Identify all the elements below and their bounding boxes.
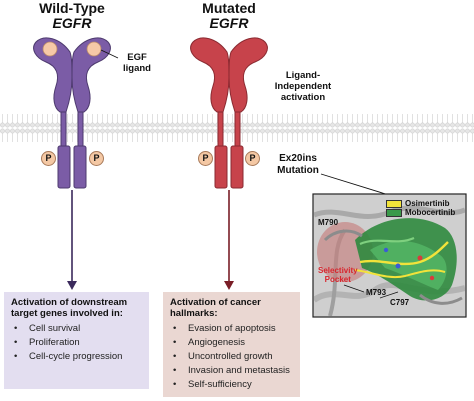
ligand-independent-activation-label: Ligand- Independent activation	[274, 70, 332, 103]
cancer-hallmarks-heading: Activation of cancer hallmarks:	[170, 297, 261, 319]
phospho-label: P	[93, 153, 100, 163]
mutated-title: Mutated EGFR	[174, 1, 284, 31]
legend-osimertinib-label: Osimertinib	[405, 199, 450, 208]
downstream-targets-box: Activation of downstream target genes in…	[4, 292, 149, 389]
cancer-hallmarks-list: Evasion of apoptosis Angiogenesis Uncont…	[170, 322, 293, 392]
list-item: Cell survival	[11, 322, 142, 336]
wildtype-title-text: Wild-Type	[39, 0, 105, 16]
phospho-badge-1: P	[41, 151, 56, 166]
legend-osimertinib: Osimertinib	[386, 199, 449, 208]
legend-mobocertinib-label: Mobocertinib	[405, 208, 456, 217]
egf-ligand-left	[42, 41, 58, 57]
downstream-targets-list: Cell survival Proliferation Cell-cycle p…	[11, 322, 142, 364]
phospho-label: P	[202, 153, 209, 163]
list-item: Uncontrolled growth	[170, 350, 293, 364]
wildtype-gene: EGFR	[52, 15, 92, 31]
phospho-badge-2: P	[89, 151, 104, 166]
mutated-arrow	[224, 190, 234, 290]
osimertinib-swatch-icon	[386, 199, 402, 208]
wildtype-receptor	[33, 37, 111, 189]
list-item: Invasion and metastasis	[170, 364, 293, 378]
list-item: Proliferation	[11, 336, 142, 350]
list-item: Evasion of apoptosis	[170, 322, 293, 336]
list-item: Cell-cycle progression	[11, 350, 142, 364]
wildtype-title: Wild-Type EGFR	[17, 1, 127, 31]
phospho-label: P	[45, 153, 52, 163]
residue-m790: M790	[318, 218, 339, 227]
list-item: Angiogenesis	[170, 336, 293, 350]
residue-m793: M793	[366, 288, 387, 297]
phospho-badge-4: P	[245, 151, 260, 166]
legend-mobocertinib: Mobocertinib	[386, 208, 455, 217]
selectivity-pocket-label: Selectivity Pocket	[318, 266, 358, 284]
egf-ligand-right	[86, 41, 102, 57]
phospho-badge-3: P	[198, 151, 213, 166]
residue-c797: C797	[390, 298, 410, 307]
egf-ligand-label: EGF ligand	[123, 52, 151, 74]
phospho-label: P	[249, 153, 256, 163]
structure-inset	[312, 193, 467, 318]
list-item: Self-sufficiency	[170, 378, 293, 392]
mutated-gene: EGFR	[209, 15, 249, 31]
mutated-receptor	[190, 37, 268, 189]
mobocertinib-swatch-icon	[386, 208, 402, 217]
ex20ins-label: Ex20ins Mutation	[277, 153, 319, 176]
mutated-title-text: Mutated	[202, 0, 256, 16]
cancer-hallmarks-box: Activation of cancer hallmarks: Evasion …	[163, 292, 300, 397]
wildtype-arrow	[67, 190, 77, 290]
ex20ins-pointer	[320, 173, 393, 197]
ligand-pointer	[100, 49, 119, 59]
downstream-targets-heading: Activation of downstream target genes in…	[11, 297, 128, 319]
